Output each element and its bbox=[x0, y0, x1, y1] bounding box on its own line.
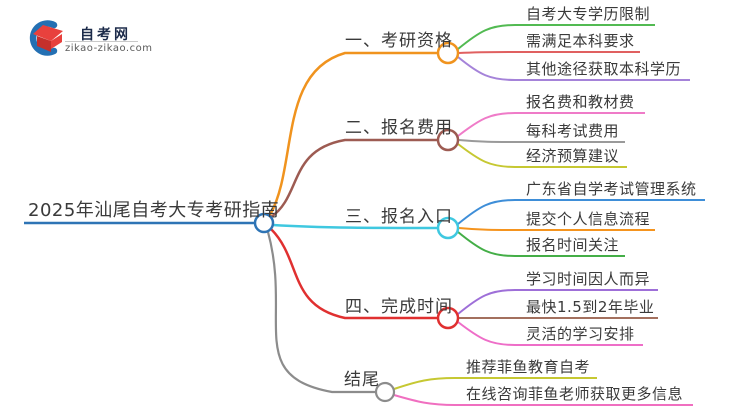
graduation-cap-icon bbox=[29, 20, 63, 56]
branch-line-5 bbox=[266, 231, 375, 394]
subline-3-2 bbox=[458, 227, 655, 231]
branch-node-circle-4 bbox=[436, 306, 460, 330]
sub-label-3-2: 提交个人信息流程 bbox=[526, 210, 651, 228]
branch-label-1: 一、考研资格 bbox=[345, 31, 453, 51]
subline-3-3 bbox=[457, 231, 625, 257]
subline-4-3 bbox=[457, 321, 643, 346]
sub-label-5-1: 推荐菲鱼教育自考 bbox=[466, 358, 591, 376]
subline-4-1 bbox=[457, 289, 658, 315]
logo-title: 自考网 bbox=[80, 27, 131, 43]
branch-node-circle-5 bbox=[374, 381, 396, 403]
sub-label-4-3: 灵活的学习安排 bbox=[526, 325, 635, 343]
subline-3-1 bbox=[457, 199, 705, 225]
sub-label-2-2: 每科考试费用 bbox=[526, 122, 620, 140]
branch-node-circle-2 bbox=[436, 128, 460, 152]
logo-divider bbox=[65, 41, 138, 42]
sub-label-4-2: 最快1.5到2年毕业 bbox=[526, 298, 655, 316]
branch-label-3: 三、报名入口 bbox=[345, 207, 453, 227]
sub-label-2-3: 经济预算建议 bbox=[526, 147, 620, 165]
branch-label-5: 结尾 bbox=[344, 370, 380, 390]
subline-1-3 bbox=[457, 56, 690, 81]
branch-label-4: 四、完成时间 bbox=[345, 297, 453, 317]
branch-line-4 bbox=[270, 228, 437, 320]
subline-2-3 bbox=[457, 143, 627, 168]
subline-5-2 bbox=[393, 394, 693, 406]
branch-line-3 bbox=[272, 223, 438, 230]
sub-label-3-3: 报名时间关注 bbox=[526, 236, 620, 254]
root-node-label: 2025年汕尾自考大专考研指南 bbox=[28, 200, 280, 221]
subline-1-2 bbox=[458, 51, 640, 54]
branch-line-1 bbox=[268, 51, 437, 216]
subline-2-1 bbox=[457, 112, 645, 137]
root-node-circle bbox=[253, 212, 275, 234]
site-logo[interactable]: 自考网 zikao-zikao.com bbox=[28, 8, 158, 56]
sub-label-1-3: 其他途径获取本科学历 bbox=[526, 60, 682, 78]
sub-label-1-2: 需满足本科要求 bbox=[526, 32, 635, 50]
subline-2-2 bbox=[458, 139, 625, 143]
branch-node-circle-1 bbox=[436, 41, 460, 65]
branch-line-2 bbox=[270, 138, 437, 219]
subline-5-1 bbox=[393, 377, 597, 390]
sub-label-2-1: 报名费和教材费 bbox=[526, 93, 635, 111]
subline-1-1 bbox=[457, 24, 655, 50]
sub-label-3-1: 广东省自学考试管理系统 bbox=[526, 180, 697, 198]
sub-label-5-2: 在线咨询菲鱼老师获取更多信息 bbox=[466, 385, 684, 403]
sub-label-4-1: 学习时间因人而异 bbox=[526, 270, 651, 288]
logo-domain: zikao-zikao.com bbox=[65, 43, 153, 54]
branch-node-circle-3 bbox=[436, 216, 460, 240]
sub-label-1-1: 自考大专学历限制 bbox=[526, 5, 651, 23]
branch-label-2: 二、报名费用 bbox=[345, 118, 453, 138]
